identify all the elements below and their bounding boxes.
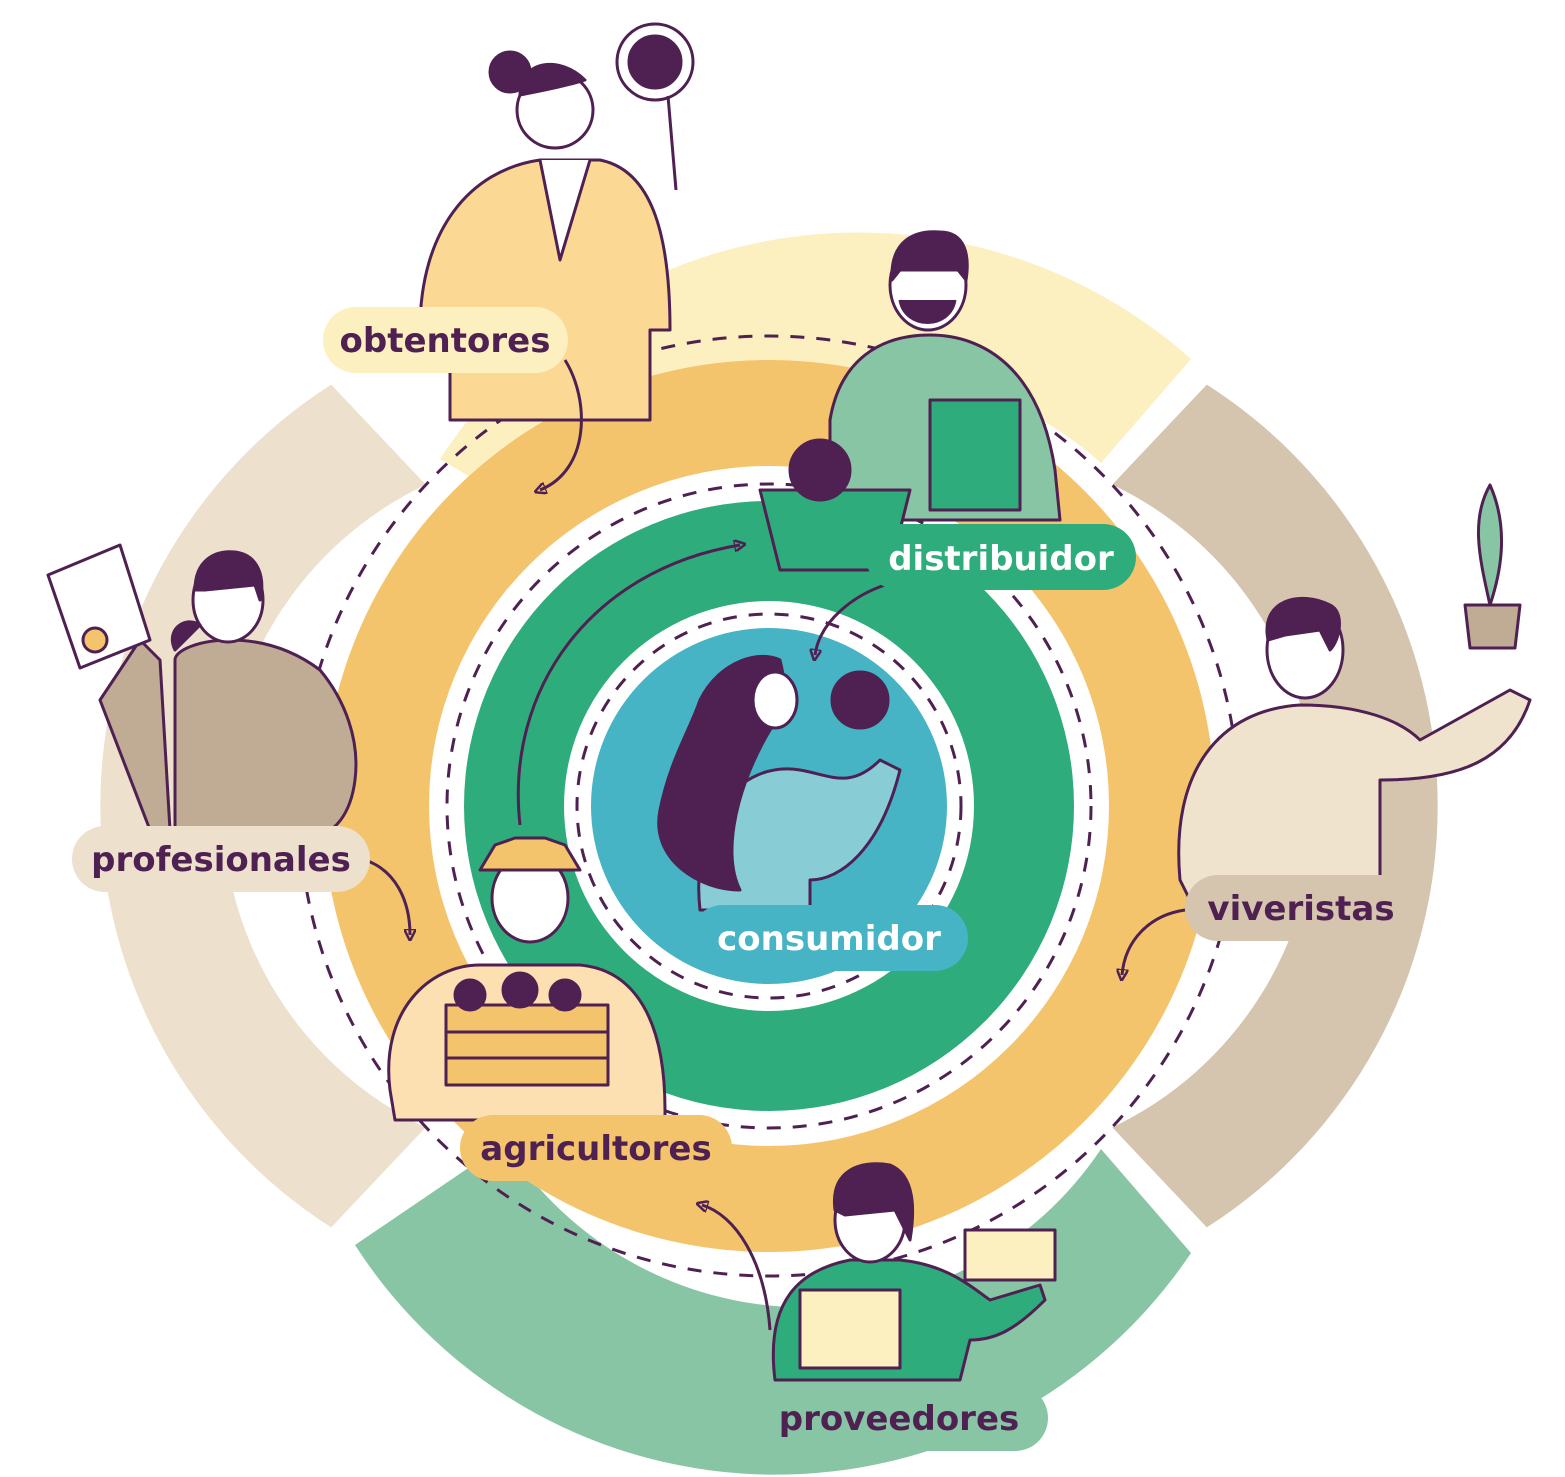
figure-distribuidor xyxy=(758,230,1062,572)
label-viveristas: viveristas xyxy=(1185,875,1417,941)
arrow-profesionales xyxy=(364,858,410,935)
label-agricultores-text: agricultores xyxy=(480,1129,711,1169)
arrow-obtentores xyxy=(540,359,583,490)
outer-segment-profesionales xyxy=(100,384,426,1228)
label-distribuidor-text: distribuidor xyxy=(888,539,1114,579)
label-proveedores-text: proveedores xyxy=(779,1399,1020,1439)
label-consumidor-text: consumidor xyxy=(717,919,941,959)
label-distribuidor: distribuidor xyxy=(866,524,1136,590)
label-consumidor: consumidor xyxy=(690,905,968,971)
arrow-distribuidor xyxy=(815,583,886,655)
arrow-viveristas xyxy=(1122,908,1186,975)
label-obtentores-text: obtentores xyxy=(340,321,551,361)
label-proveedores: proveedores xyxy=(750,1385,1048,1451)
label-viveristas-text: viveristas xyxy=(1207,889,1394,929)
arrow-agricultores xyxy=(516,545,740,826)
dashed-circle-middle xyxy=(445,482,1093,1130)
label-agricultores: agricultores xyxy=(460,1115,732,1181)
arrows xyxy=(364,359,1186,1331)
outer-segment-viveristas xyxy=(1112,384,1438,1228)
dashed-circle-inner xyxy=(575,612,963,1000)
arrow-proveedores xyxy=(702,1205,772,1331)
figure-proveedores xyxy=(771,1162,1057,1382)
label-obtentores: obtentores xyxy=(323,307,568,373)
figure-profesionales xyxy=(46,543,358,832)
figure-agricultores xyxy=(387,836,667,1122)
label-profesionales: profesionales xyxy=(72,826,370,892)
label-profesionales-text: profesionales xyxy=(91,840,351,880)
figure-consumidor xyxy=(657,654,902,912)
figure-viveristas xyxy=(1177,483,1532,902)
